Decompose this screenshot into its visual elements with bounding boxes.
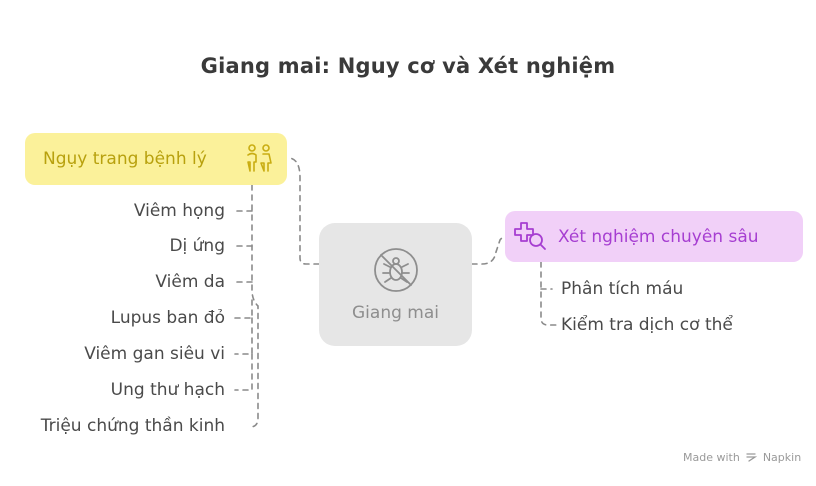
right-item-2: Kiểm tra dịch cơ thể: [561, 315, 733, 335]
left-item-4: Lupus ban đỏ: [110, 308, 225, 328]
left-item-5: Viêm gan siêu vi: [84, 344, 225, 364]
connector-left-trunk: [249, 184, 259, 428]
medical-search-icon: [514, 222, 546, 250]
napkin-logo-icon: [746, 453, 758, 462]
left-item-1: Viêm họng: [133, 201, 225, 221]
center-node-box[interactable]: [319, 223, 472, 346]
right-branch-label: Xét nghiệm chuyên sâu: [558, 227, 759, 247]
watermark: Made with Napkin: [683, 451, 801, 464]
center-node-label: Giang mai: [352, 303, 439, 323]
watermark-prefix: Made with: [683, 451, 740, 464]
left-item-6: Ung thư hạch: [110, 380, 225, 400]
connector-center-left: [287, 157, 320, 265]
left-item-7: Triệu chứng thần kinh: [40, 416, 225, 436]
watermark-brand: Napkin: [762, 451, 802, 464]
connector-center-right: [471, 236, 507, 265]
left-branch-label: Ngụy trang bệnh lý: [43, 149, 207, 169]
right-branch-box[interactable]: [505, 211, 803, 262]
people-icon: [247, 144, 272, 172]
connector-right-trunk: [540, 261, 557, 326]
left-item-2: Dị ứng: [169, 236, 225, 256]
right-item-1: Phân tích máu: [561, 279, 684, 299]
left-item-3: Viêm da: [155, 272, 225, 292]
left-branch-box[interactable]: [25, 133, 287, 185]
page-title: Giang mai: Nguy cơ và Xét nghiệm: [200, 54, 616, 78]
no-bug-icon: [374, 248, 418, 292]
